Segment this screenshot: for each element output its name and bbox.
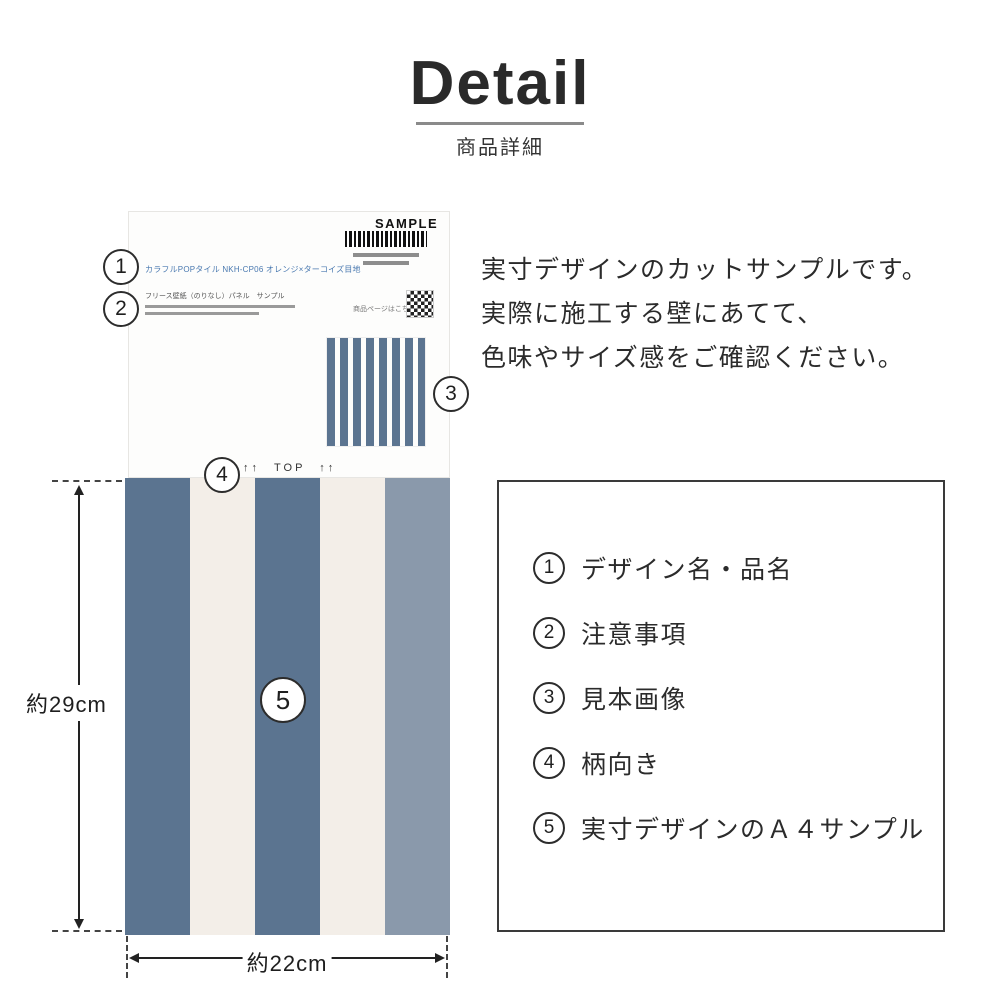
description-line: 色味やサイズ感をご確認ください。 (481, 344, 905, 372)
legend-label: 見本画像 (581, 686, 688, 714)
callout-2: 2 (103, 291, 139, 327)
product-name: カラフルPOPタイル NKH-CP06 オレンジ×ターコイズ目地 (145, 265, 361, 274)
legend-item: 4 柄向き (533, 745, 925, 781)
text-placeholder-bar (145, 312, 259, 315)
pattern-swatch (326, 337, 426, 447)
product-type: フリース壁紙（のりなし）パネル サンプル (145, 293, 285, 300)
title-underline (416, 122, 584, 125)
legend-item: 3 見本画像 (533, 680, 925, 716)
text-placeholder-bar (353, 253, 419, 257)
sample-label: SAMPLE (375, 216, 439, 231)
callout-5: 5 (260, 677, 306, 723)
legend-label: デザイン名・品名 (581, 556, 794, 584)
a4-sample (125, 478, 450, 935)
dimension-guide-dashed (126, 936, 128, 978)
sample-card: SAMPLE カラフルPOPタイル NKH-CP06 オレンジ×ターコイズ目地 … (128, 211, 450, 478)
barcode (345, 231, 427, 247)
dimension-guide-dashed (446, 936, 448, 978)
stripe-blue-light (385, 478, 450, 935)
legend-num-2: 2 (533, 617, 565, 649)
callout-1: 1 (103, 249, 139, 285)
dimension-guide-dashed (52, 480, 122, 482)
legend-item: 2 注意事項 (533, 615, 925, 651)
width-dimension-label: 約22cm (242, 944, 332, 980)
stripe-cream (320, 478, 385, 935)
description-text: 実寸デザインのカットサンプルです。 実際に施工する壁にあてて、 色味やサイズ感を… (481, 248, 928, 380)
page-subtitle: 商品詳細 (456, 137, 544, 159)
height-dimension-label: 約29cm (22, 685, 111, 721)
legend-list: 1 デザイン名・品名 2 注意事項 3 見本画像 4 柄向き 5 実寸デザインの… (533, 550, 925, 846)
description-line: 実寸デザインのカットサンプルです。 (481, 256, 929, 284)
callout-3: 3 (433, 376, 469, 412)
legend-box: 1 デザイン名・品名 2 注意事項 3 見本画像 4 柄向き 5 実寸デザインの… (497, 480, 945, 932)
legend-item: 5 実寸デザインのＡ４サンプル (533, 810, 925, 846)
legend-num-3: 3 (533, 682, 565, 714)
dimension-guide-dashed (52, 930, 122, 932)
legend-num-5: 5 (533, 812, 565, 844)
pattern-direction-label: ↑↑ TOP ↑↑ (243, 462, 337, 474)
text-placeholder-bar (363, 261, 409, 265)
legend-label: 実寸デザインのＡ４サンプル (581, 816, 925, 844)
legend-num-1: 1 (533, 552, 565, 584)
legend-item: 1 デザイン名・品名 (533, 550, 925, 586)
callout-4: 4 (204, 457, 240, 493)
description-line: 実際に施工する壁にあてて、 (481, 300, 824, 328)
legend-label: 柄向き (581, 751, 661, 779)
legend-label: 注意事項 (581, 621, 688, 649)
page-title: Detail (409, 49, 591, 118)
legend-num-4: 4 (533, 747, 565, 779)
qr-code (406, 290, 434, 318)
stripe-cream (190, 478, 255, 935)
qr-caption: 商品ページはこちら (353, 306, 416, 313)
stripe-blue (125, 478, 190, 935)
text-placeholder-bar (145, 305, 295, 308)
